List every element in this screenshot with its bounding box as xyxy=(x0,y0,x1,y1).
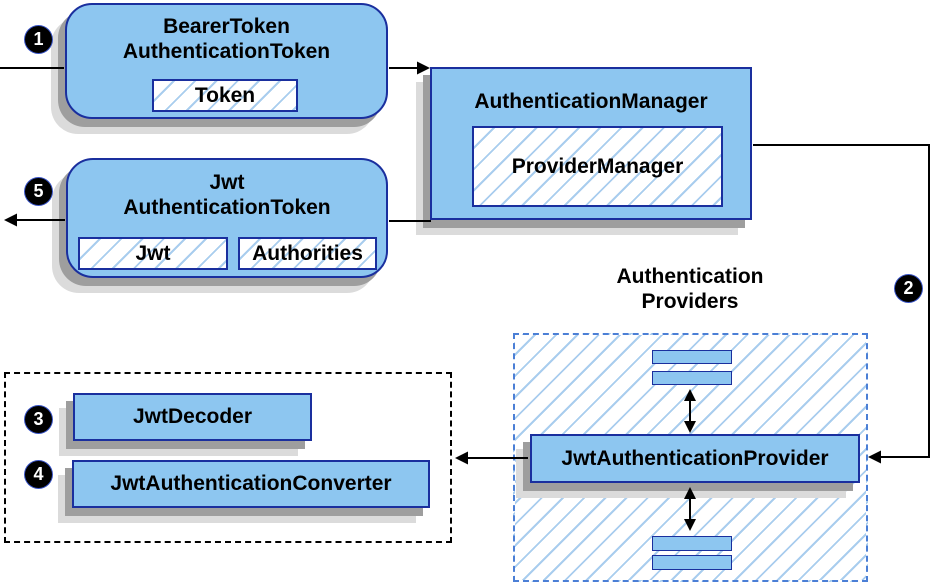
providers-container: JwtAuthenticationProvider xyxy=(513,333,868,582)
bearer-token-title-line2: AuthenticationToken xyxy=(122,40,331,63)
jwt-decoder-label: JwtDecoder xyxy=(132,405,253,428)
providers-title: Authentication Providers xyxy=(555,264,825,314)
authorities-chip: Authorities xyxy=(238,237,377,270)
provider-bar-top-1 xyxy=(652,350,732,364)
edge-bearer-to-manager xyxy=(389,61,430,75)
badge-1-label: 1 xyxy=(33,29,44,49)
edge-jwt-token-out xyxy=(4,213,65,227)
badge-4-label: 4 xyxy=(33,464,44,484)
jwt-token-title-line2: AuthenticationToken xyxy=(123,196,331,219)
badge-3-label: 3 xyxy=(33,409,44,429)
jwt-decoder-node: JwtDecoder xyxy=(73,393,312,441)
badge-5-label: 5 xyxy=(33,181,44,201)
badge-3: 3 xyxy=(25,406,52,433)
auth-manager-title: AuthenticationManager xyxy=(474,90,708,113)
jwt-provider-node: JwtAuthenticationProvider xyxy=(530,434,860,483)
authorities-chip-label: Authorities xyxy=(252,241,363,265)
badge-2: 2 xyxy=(895,275,922,302)
jwt-converter-label: JwtAuthenticationConverter xyxy=(110,472,392,495)
badge-5: 5 xyxy=(25,178,52,205)
providers-title-line1: Authentication xyxy=(616,265,764,288)
badge-2-label: 2 xyxy=(903,278,914,298)
jwt-converter-node: JwtAuthenticationConverter xyxy=(72,460,430,508)
jwt-token-title: Jwt AuthenticationToken xyxy=(68,170,386,220)
badge-4: 4 xyxy=(25,461,52,488)
jwt-token-title-line1: Jwt xyxy=(209,171,245,194)
bearer-token-node: BearerToken AuthenticationToken Token xyxy=(65,3,388,119)
providers-title-line2: Providers xyxy=(641,290,739,313)
token-chip: Token xyxy=(152,79,298,112)
provider-bar-bottom-2 xyxy=(652,555,732,570)
jwt-chip-label: Jwt xyxy=(135,241,171,265)
provider-bar-top-2 xyxy=(652,371,732,385)
provider-manager-chip-label: ProviderManager xyxy=(511,154,684,178)
provider-manager-chip: ProviderManager xyxy=(472,126,723,207)
auth-manager-node: AuthenticationManager ProviderManager xyxy=(430,67,752,220)
jwt-token-node: Jwt AuthenticationToken Jwt Authorities xyxy=(66,158,388,278)
bearer-token-title-line1: BearerToken xyxy=(163,15,290,38)
bearer-token-title: BearerToken AuthenticationToken xyxy=(67,14,386,64)
jwt-chip: Jwt xyxy=(78,237,228,270)
badge-1: 1 xyxy=(25,26,52,53)
provider-bar-bottom-1 xyxy=(652,536,732,551)
jwt-provider-label: JwtAuthenticationProvider xyxy=(561,446,829,470)
token-chip-label: Token xyxy=(194,83,256,107)
decoder-group: JwtDecoder JwtAuthenticationConverter xyxy=(4,372,452,543)
